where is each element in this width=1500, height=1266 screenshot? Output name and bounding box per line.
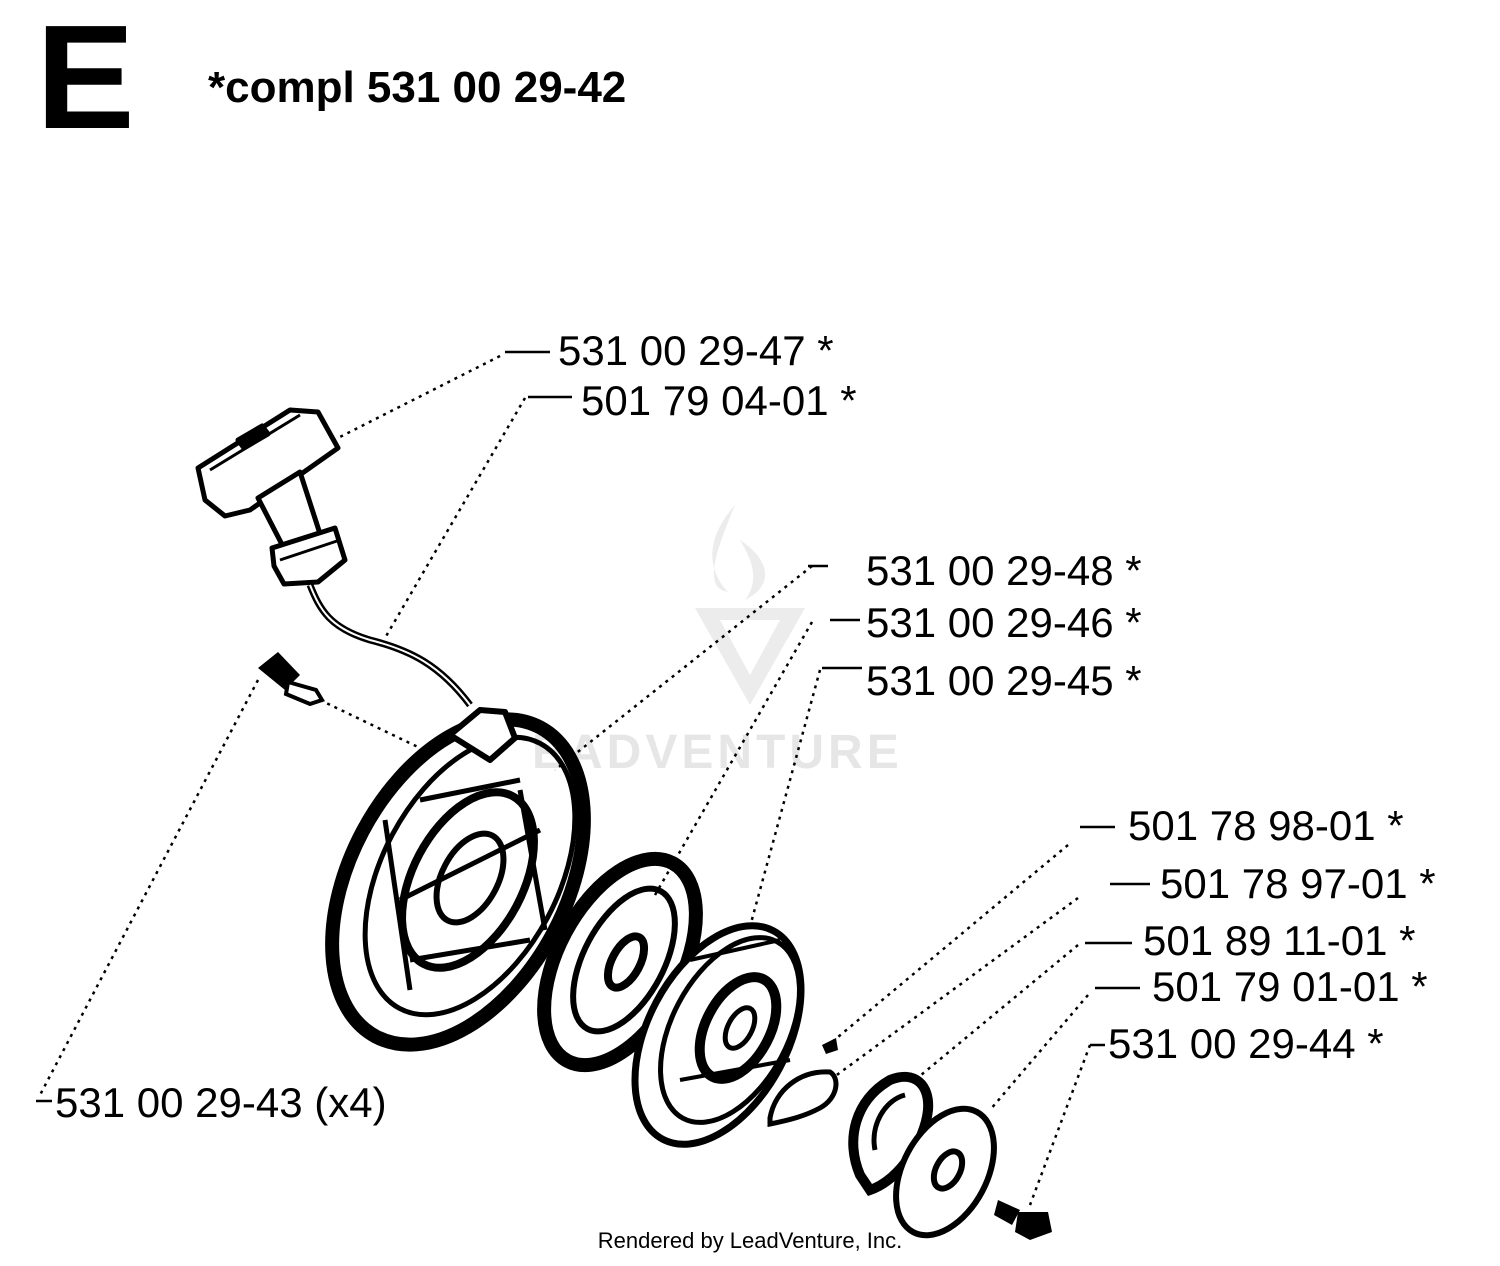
leader-line-friction-plate xyxy=(914,944,1079,1081)
pawl-drawing xyxy=(767,1069,839,1128)
leader-line-handle xyxy=(329,354,501,444)
leader-line-pulley xyxy=(743,669,822,946)
watermark: EADVENTURE xyxy=(532,505,903,779)
watermark-v-icon xyxy=(695,608,805,705)
housing-screw-drawing xyxy=(258,652,325,707)
part-label-starter-rope: 501 79 04-01 * xyxy=(581,377,857,424)
starter-housing-drawing xyxy=(325,707,591,1052)
leader-line-pawl-spring xyxy=(831,844,1069,1043)
starter-handle-drawing xyxy=(195,407,348,587)
leader-lines xyxy=(38,354,1092,1206)
center-screw-drawing xyxy=(994,1200,1052,1240)
part-labels: 531 00 29-47 * 501 79 04-01 * 531 00 29-… xyxy=(55,327,1436,1126)
part-label-rope-pulley: 531 00 29-45 * xyxy=(866,657,1142,704)
leader-line-housing-screws xyxy=(38,679,260,1096)
washer-drawing xyxy=(893,1105,997,1239)
part-label-friction-plate: 501 89 11-01 * xyxy=(1143,917,1415,964)
part-label-recoil-spring-cassette: 531 00 29-46 * xyxy=(866,599,1142,646)
leader-ticks xyxy=(36,350,1150,1103)
leader-line-pawl xyxy=(829,896,1079,1082)
assembly-title: *compl 531 00 29-42 xyxy=(208,63,627,112)
watermark-text: EADVENTURE xyxy=(532,726,903,779)
leader-line-screw-to-housing xyxy=(319,698,421,750)
part-label-center-screw: 531 00 29-44 * xyxy=(1108,1020,1384,1067)
pawl-spring-drawing xyxy=(822,1038,838,1054)
leader-line-housing xyxy=(554,565,813,771)
leader-line-rope xyxy=(383,397,527,639)
part-label-pawl-spring: 501 78 98-01 * xyxy=(1128,802,1404,849)
part-label-starter-handle: 531 00 29-47 * xyxy=(558,327,834,374)
rope-pulley-drawing xyxy=(631,922,805,1148)
part-label-housing-screw: 531 00 29-43 (x4) xyxy=(55,1079,387,1126)
footer-credit: Rendered by LeadVenture, Inc. xyxy=(597,1228,903,1253)
watermark-flame-icon xyxy=(712,505,766,600)
leader-line-screw xyxy=(1028,1044,1092,1206)
section-letter: E xyxy=(36,0,135,160)
part-label-washer: 501 79 01-01 * xyxy=(1152,963,1428,1010)
leader-line-washer xyxy=(989,994,1089,1111)
part-label-starter-housing: 531 00 29-48 * xyxy=(866,547,1142,594)
part-label-pawl: 501 78 97-01 * xyxy=(1160,860,1436,907)
